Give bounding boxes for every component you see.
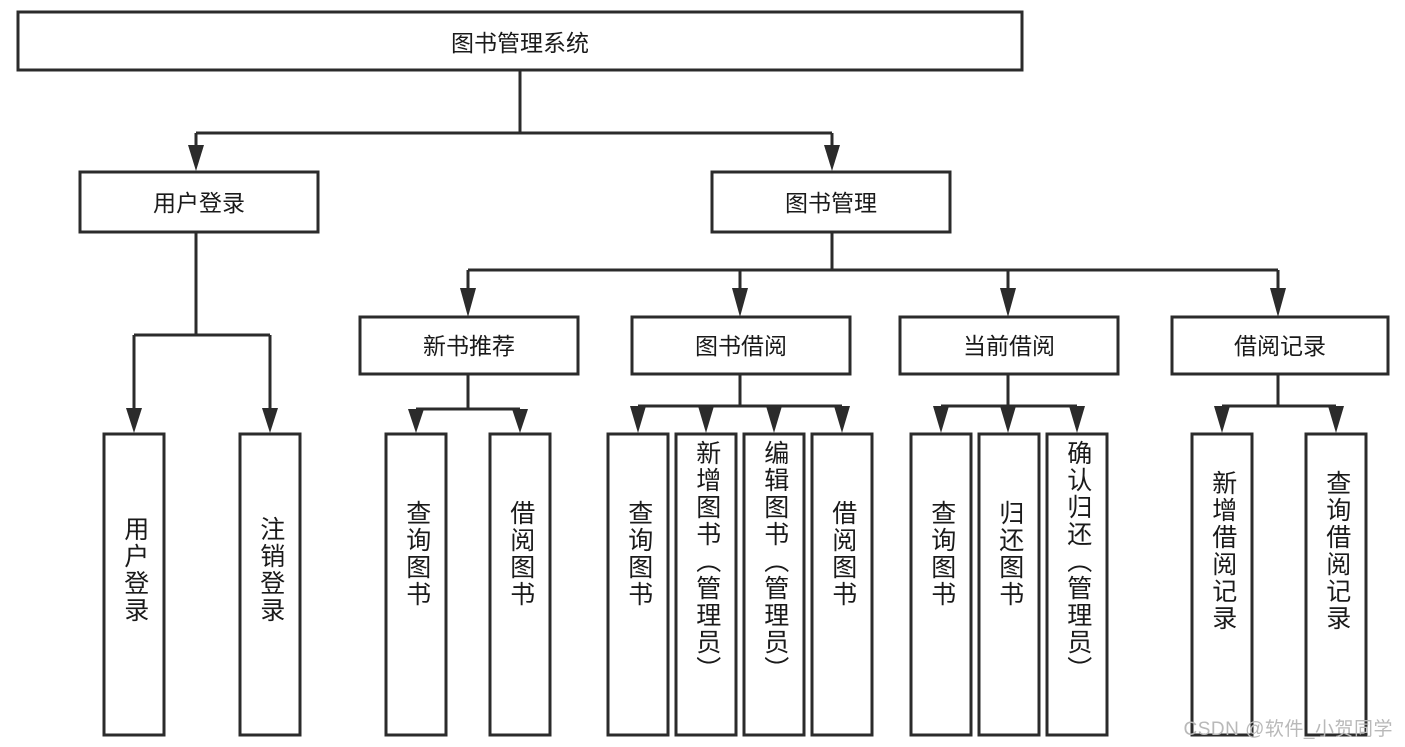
node-root[interactable]: 图书管理系统	[16, 10, 1024, 72]
connector-user-login-to-leaves	[126, 232, 278, 433]
node-new-book-recommend-label: 新书推荐	[423, 333, 515, 359]
leaf-rect-borrow-book-2[interactable]	[810, 432, 874, 737]
node-borrow-record[interactable]: 借阅记录	[1170, 315, 1390, 376]
connector-current-borrow-to-leaves	[933, 374, 1085, 433]
node-current-borrow[interactable]: 当前借阅	[898, 315, 1120, 376]
leaf-rect-return-book[interactable]	[977, 432, 1041, 737]
leaf-rect-user-login[interactable]	[102, 432, 166, 737]
node-root-label: 图书管理系统	[451, 30, 589, 56]
node-user-login-label: 用户登录	[153, 190, 245, 216]
connector-root-to-level1	[188, 70, 840, 171]
leaf-rect-borrow-book-1[interactable]	[488, 432, 552, 737]
leaf-rect-query-record[interactable]	[1304, 432, 1368, 737]
node-book-borrow-label: 图书借阅	[695, 333, 787, 359]
leaf-rect-query-book-3[interactable]	[909, 432, 973, 737]
node-user-login[interactable]: 用户登录	[78, 170, 320, 234]
csdn-watermark: CSDN @软件_小贺同学	[1183, 719, 1393, 740]
leaf-rect-query-book-1[interactable]	[384, 432, 448, 737]
leaf-rect-user-logout[interactable]	[238, 432, 302, 737]
connector-book-borrow-to-leaves	[630, 374, 850, 433]
connector-new-book-recommend-to-leaves	[408, 374, 528, 433]
leaf-rects	[102, 432, 1368, 737]
connector-borrow-record-to-leaves	[1214, 374, 1344, 433]
leaf-rect-edit-book[interactable]	[742, 432, 806, 737]
node-book-management-label: 图书管理	[785, 190, 877, 216]
node-book-management[interactable]: 图书管理	[710, 170, 952, 234]
leaf-rect-add-book[interactable]	[674, 432, 738, 737]
connector-book-management-to-level2	[460, 232, 1286, 317]
leaf-rect-query-book-2[interactable]	[606, 432, 670, 737]
node-borrow-record-label: 借阅记录	[1234, 333, 1326, 359]
node-new-book-recommend[interactable]: 新书推荐	[358, 315, 580, 376]
leaf-rect-add-record[interactable]	[1190, 432, 1254, 737]
leaf-rect-confirm-return[interactable]	[1045, 432, 1109, 737]
node-book-borrow[interactable]: 图书借阅	[630, 315, 852, 376]
node-current-borrow-label: 当前借阅	[963, 333, 1055, 359]
